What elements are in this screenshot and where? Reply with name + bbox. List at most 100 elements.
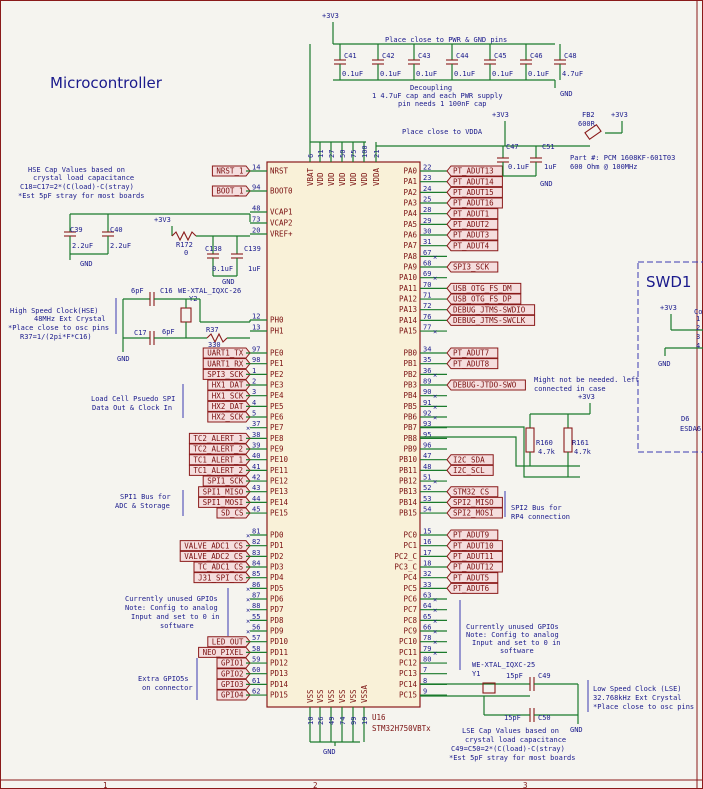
left-pin-num: 58 [252, 645, 260, 653]
right-pin-name: PC7 [403, 605, 417, 614]
c39-ref: C39 [70, 226, 83, 234]
net-label-text: HX1_DAT [212, 381, 244, 390]
net-label [446, 454, 494, 466]
right-pin-num: 95 [423, 431, 431, 439]
gnd-swd: GND [658, 360, 671, 368]
net-label [198, 646, 251, 658]
r161-resistor [563, 427, 573, 453]
top-pin-num: 27 [328, 150, 336, 158]
left-pin-name: PE11 [270, 466, 288, 475]
swd-partial: Co [694, 308, 702, 316]
right-pin-name: PB4 [403, 391, 417, 400]
left-pin-name: PD11 [270, 648, 288, 657]
bottom-pin-name: VSSA [360, 684, 369, 703]
no-connect-mark: × [246, 607, 250, 615]
right-pin-name: PA12 [399, 295, 417, 304]
fb2-ref: FB2 [582, 111, 595, 119]
net-label [446, 379, 526, 391]
swd-title: SWD1 [646, 273, 691, 291]
top-pin-name: VDD [360, 172, 369, 186]
left-pin-num: 42 [252, 474, 260, 482]
net-label [188, 443, 251, 455]
net-label-text: PT_ADUT6 [453, 584, 490, 593]
net-label-text: SPI1_SCK [207, 477, 244, 486]
note-hse-3: C18=C17=2*(C(load)-C(stray) [20, 183, 134, 191]
right-pin-name: PA11 [399, 284, 417, 293]
right-pin-num: 29 [423, 217, 431, 225]
note-decoupling-3: pin needs 1 100nF cap [398, 100, 487, 108]
no-connect-mark: × [433, 403, 437, 411]
r160-resistor [525, 427, 535, 453]
ruler-3: 3 [523, 781, 528, 789]
right-pin-name: PB8 [403, 434, 417, 443]
net-label [188, 432, 251, 444]
top-pin-name: VDD [338, 172, 347, 186]
net-label-text: I2C_SCL [453, 466, 485, 475]
r160-val: 4.7k [538, 448, 556, 456]
note-spi2-2: RP4 connection [511, 513, 570, 521]
net-label-text: TC2_ALERT_2 [193, 445, 243, 454]
bottom-pin-num: 99 [350, 717, 358, 725]
left-pin-name: PE12 [270, 477, 288, 486]
right-pin-name: PC0 [403, 531, 417, 540]
net-label [211, 185, 251, 197]
left-pin-name: PE10 [270, 455, 289, 464]
r172-resistor [171, 230, 197, 242]
note-lse-1: LSE Cap Values based on [462, 727, 559, 735]
right-pin-name: PC10 [399, 637, 418, 646]
gnd-decoupling: GND [560, 90, 573, 98]
right-pin-num: 63 [423, 592, 431, 600]
net-label-text: VALVE_ADC2_CS [184, 552, 243, 561]
note-notneeded-1: Might not be needed. left [534, 376, 639, 384]
c51-ref: C51 [542, 143, 555, 151]
right-pin-num: 32 [423, 570, 431, 578]
right-pin-name: PA3 [403, 199, 417, 208]
net-label [202, 475, 251, 487]
note-lsc-2: 32.768kHz Ext Crystal [593, 694, 682, 702]
net-label [446, 464, 494, 476]
no-connect-mark: × [246, 532, 250, 540]
top-pin-num: 21 [373, 150, 381, 158]
note-hsc-3: *Place close to osc pins [8, 324, 109, 332]
net-label [446, 572, 499, 584]
note-lsc-3: *Place close to osc pins [593, 703, 694, 711]
note-hse-2: crystal load capacitance [33, 174, 134, 182]
right-pin-name: PA5 [403, 220, 417, 229]
net-label [198, 496, 251, 508]
decoupling-cap-bank: C410.1uFC420.1uFC430.1uFC440.1uFC450.1uF… [334, 44, 583, 80]
net-label [207, 411, 251, 423]
left-pin-name: PE0 [270, 349, 284, 358]
note-spi2-1: SPI2 Bus for [511, 504, 562, 512]
right-pin-name: PA8 [403, 252, 417, 261]
note-hse-1: HSE Cap Values based on [28, 166, 125, 174]
right-pin-name: PC1 [403, 541, 417, 550]
decap-val: 4.7uF [562, 70, 583, 78]
left-pin-num: 12 [252, 313, 260, 321]
right-pin-name: PA10 [399, 273, 418, 282]
left-pin-num: 40 [252, 452, 260, 460]
right-pin-num: 79 [423, 645, 431, 653]
net-label-text: SD_CS [221, 509, 244, 518]
left-pin-name: PD10 [270, 637, 289, 646]
left-pin-name: PD13 [270, 669, 288, 678]
right-pin-num: 80 [423, 656, 431, 664]
note-lsc-1: Low Speed Clock (LSE) [593, 685, 682, 693]
net-label-text: PT_ADUT11 [453, 552, 494, 561]
no-connect-mark: × [433, 649, 437, 657]
net-label [207, 379, 251, 391]
right-pin-name: PB6 [403, 413, 417, 422]
d6-ref: D6 [681, 415, 689, 423]
right-pin-num: 31 [423, 238, 431, 246]
left-pin-num: 56 [252, 624, 260, 632]
left-pin-num: 20 [252, 227, 260, 235]
left-pin-name: PE6 [270, 413, 284, 422]
left-pin-num: 5 [252, 410, 256, 418]
right-pin-name: PA4 [403, 209, 417, 218]
left-pin-num: 86 [252, 581, 260, 589]
net-label-text: PT_ADUT4 [453, 241, 490, 250]
right-pin-name: PC6 [403, 595, 417, 604]
net-label [446, 197, 503, 209]
decap-val: 0.1uF [454, 70, 475, 78]
